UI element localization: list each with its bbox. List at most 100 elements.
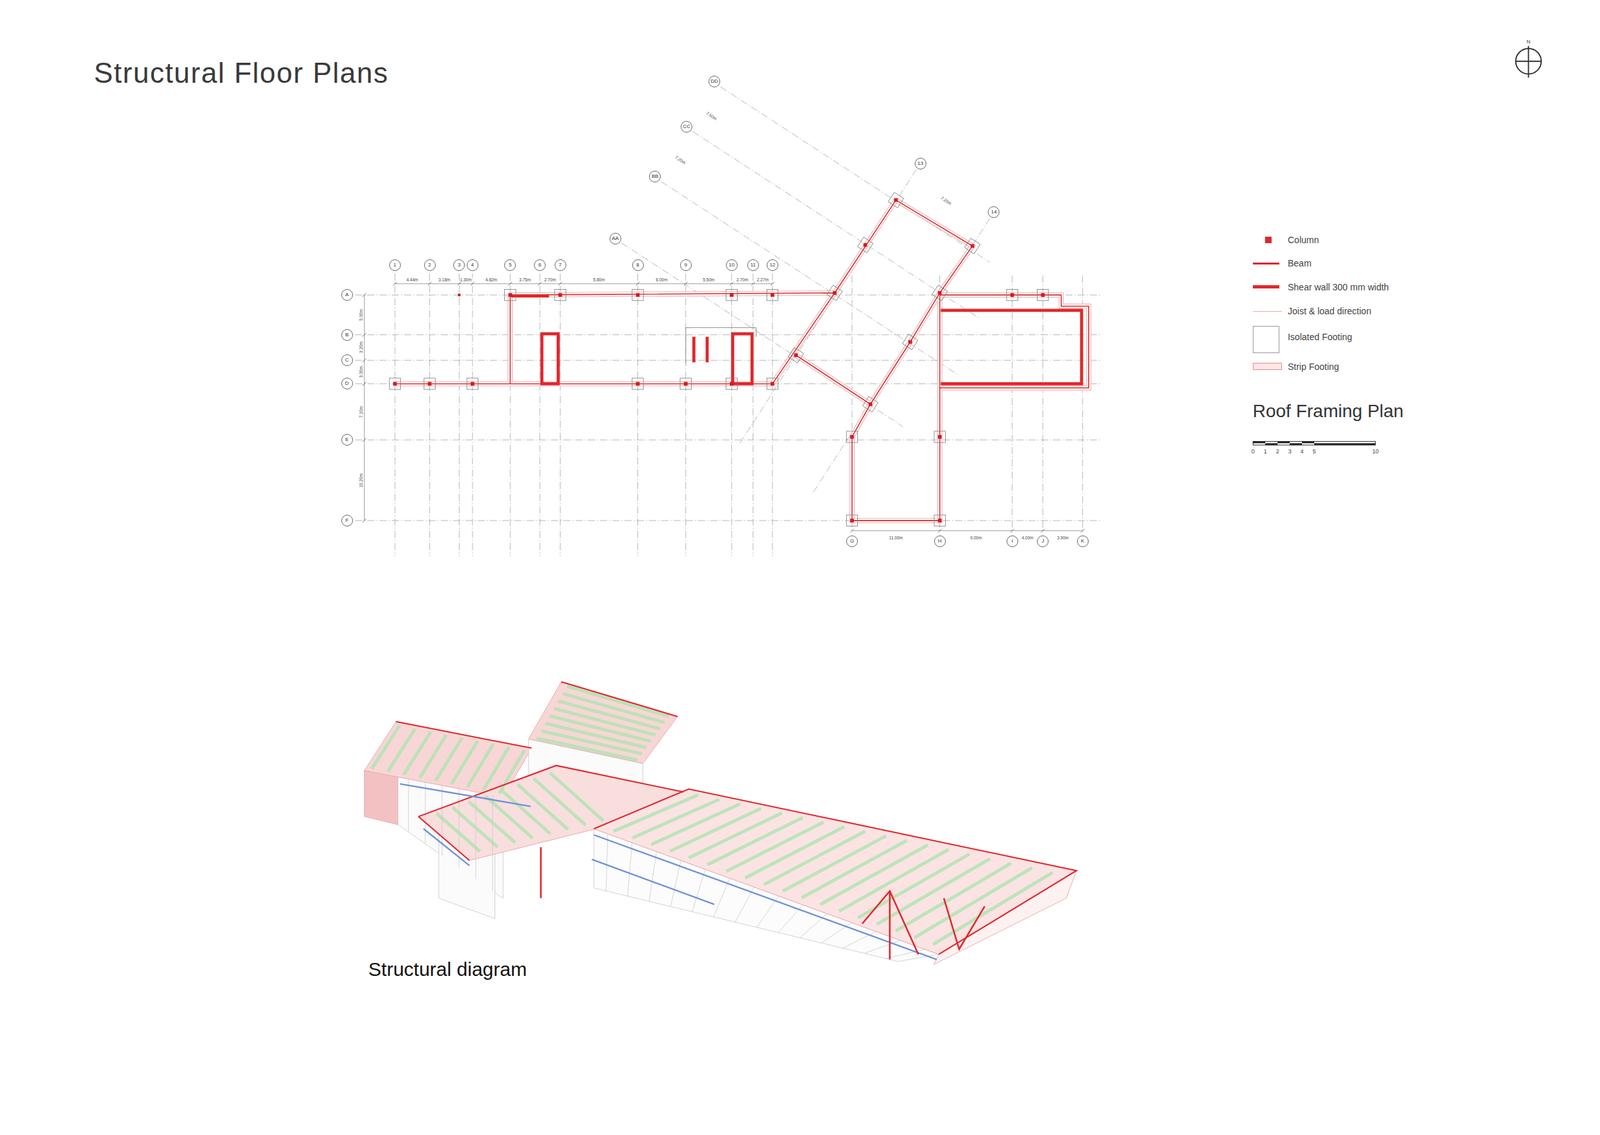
grid-label: C (345, 357, 350, 363)
dimension: 2.27m (756, 277, 770, 282)
column (470, 382, 475, 386)
shear-wall (511, 294, 549, 298)
mullion (864, 939, 901, 953)
grid-label: J (1041, 538, 1045, 544)
mullion (627, 842, 633, 896)
joist (745, 826, 845, 878)
legend-swatch (1265, 236, 1271, 243)
dimension: 3.75m (518, 277, 532, 282)
dimension-tick (457, 281, 462, 286)
roof-plane (594, 788, 1078, 955)
shear-wall (732, 333, 752, 384)
north-cross (1515, 45, 1542, 78)
grid-label: 4 (471, 262, 474, 268)
scale-bar-fill (1301, 441, 1315, 444)
scale-number: 3 (1287, 448, 1293, 455)
grid-label: 6 (538, 262, 542, 268)
legend-text: Column (1287, 234, 1319, 246)
beam (400, 783, 937, 959)
dimension: 3.20m (358, 340, 364, 354)
dimension: 4.82m (484, 277, 498, 282)
mullion (441, 784, 443, 856)
joist (549, 772, 604, 821)
brace (541, 846, 986, 960)
column (770, 292, 775, 297)
label-holder: 3.75m (518, 272, 532, 284)
joist (533, 778, 586, 825)
grid-label: 10 (728, 262, 735, 268)
grid-label: G (850, 538, 854, 544)
dimension-tick (362, 437, 367, 442)
mullion (692, 868, 706, 912)
grid-bubble: 13 (914, 157, 927, 170)
dimension: 11.00m (888, 535, 904, 540)
dimension: 3.00m (358, 365, 364, 379)
isolated-footing (424, 378, 436, 390)
grid-label: D (345, 380, 350, 386)
scale-number: 1 (1263, 448, 1268, 455)
legend-text-holder: Strip Footing (1287, 360, 1339, 373)
grid-label: 14 (991, 209, 997, 215)
scale-bar-fill (1314, 442, 1376, 445)
dimension: 10.20m (358, 472, 364, 489)
label-holder: 1.30m (459, 272, 473, 284)
column (850, 435, 854, 439)
grid-bubble: F (341, 514, 353, 527)
label-holder: 7.10m (353, 405, 366, 419)
joist (566, 685, 670, 717)
label-holder: 9.00m (969, 530, 983, 542)
isolated-footing (766, 378, 778, 390)
grid-bubble: 11 (747, 259, 759, 271)
joist (452, 807, 498, 847)
dimension: 9.00m (969, 535, 983, 540)
label-holder: 3 (1287, 444, 1293, 456)
grid-bubble: 8 (632, 259, 644, 271)
dimension-tick (1010, 528, 1015, 533)
dimension: 5.50m (702, 277, 715, 282)
grid-bubble: K (1077, 535, 1089, 547)
grid-line (394, 273, 773, 556)
isolated-footing (1006, 288, 1018, 300)
label-holder: 5.80m (592, 272, 606, 284)
grid-label: I (1011, 538, 1014, 544)
legend-swatch (1252, 262, 1280, 265)
isolated-footing (632, 288, 644, 300)
column (636, 382, 640, 386)
dimension-tick (470, 281, 475, 286)
dimension: 1.30m (459, 277, 473, 282)
column (868, 402, 873, 406)
dimension-tick (683, 281, 688, 286)
joist (782, 835, 887, 891)
isolated-footing (680, 378, 692, 390)
dimension-tick (770, 281, 775, 286)
dimension: 4.44m (405, 277, 419, 282)
column (894, 197, 898, 202)
column (636, 292, 640, 297)
joist (801, 839, 907, 898)
plan-title: Roof Framing Plan (1252, 400, 1405, 421)
label-holder: 5 (1312, 444, 1317, 456)
isolated-footing (826, 285, 843, 301)
dimension-tick (362, 292, 367, 297)
isolated-footing (632, 378, 644, 390)
dimension: 2.70m (735, 277, 749, 282)
label-holder: 2.70m (735, 272, 749, 284)
isolated-footing (1036, 288, 1048, 300)
grid-label: 5 (508, 262, 512, 268)
column (683, 382, 688, 386)
grid-label: 1 (393, 262, 397, 268)
label-holder: 4.44m (405, 272, 419, 284)
label-holder: 2.27m (756, 272, 770, 284)
north-symbol (1515, 45, 1542, 78)
grid-bubble: A (341, 288, 353, 301)
grid-bubble: 7 (554, 259, 567, 271)
grid-bubble: 3 (453, 259, 465, 271)
label-holder: 3.00m (353, 365, 366, 379)
end-wall (364, 770, 399, 825)
grid-label: AA (611, 235, 619, 242)
label-holder: 7.50m (703, 106, 721, 123)
grid-bubble: 14 (987, 206, 1000, 218)
legend-text: Beam (1287, 257, 1312, 269)
legend-text-holder: Joist & load direction (1287, 305, 1372, 317)
label-holder: 3.18m (437, 272, 451, 284)
